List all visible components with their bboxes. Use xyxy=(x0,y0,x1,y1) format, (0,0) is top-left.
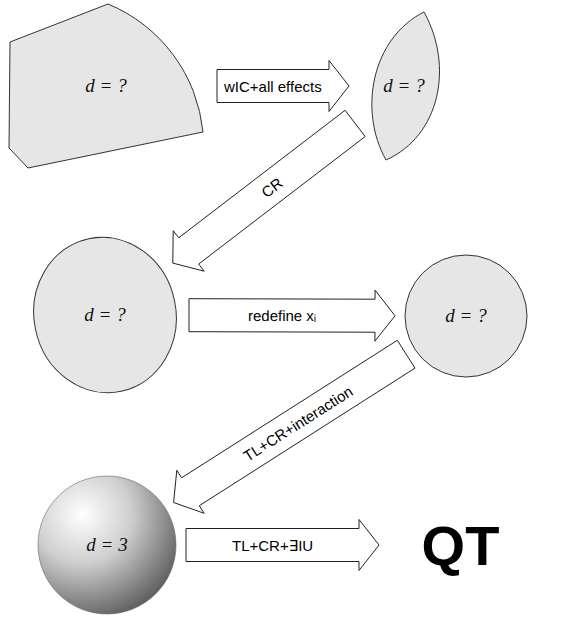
dimension-label: d = ? xyxy=(445,305,486,327)
block-arrow xyxy=(174,340,415,513)
outline-circle xyxy=(405,255,527,377)
block-arrow xyxy=(173,110,365,271)
state-shape: d = ? xyxy=(404,254,528,378)
node-text-group: d = ? xyxy=(85,75,126,97)
outline-path xyxy=(372,12,440,160)
node-text-group: d = ? xyxy=(445,305,486,327)
dimension-label: d = ? xyxy=(85,75,126,97)
result-label: QT xyxy=(422,513,500,578)
arrow-label: wIC+all effects xyxy=(224,78,322,95)
node-text-group: QT xyxy=(422,513,500,578)
result-text: QT xyxy=(388,505,533,586)
node-text-group: d = ? xyxy=(84,304,125,326)
node-text-group: d = 3 xyxy=(86,534,127,556)
block-arrow xyxy=(186,520,379,571)
arrow-label: redefine xᵢ xyxy=(248,307,316,324)
node-text-group: d = ? xyxy=(383,75,424,97)
state-shape: d = ? xyxy=(358,10,450,162)
bloch-sphere: d = 3 xyxy=(37,475,177,615)
block-arrow xyxy=(217,61,349,112)
dimension-label: d = ? xyxy=(383,75,424,97)
outline-ellipse xyxy=(19,224,190,406)
state-shape: d = ? xyxy=(4,0,208,172)
state-shape: d = ? xyxy=(30,236,180,394)
arrow-label: TL+CR+∃IU xyxy=(232,537,313,554)
block-arrow xyxy=(189,290,395,341)
dimension-label: d = ? xyxy=(84,304,125,326)
arrow-label: TL+CR+interaction xyxy=(241,382,356,464)
sphere-body xyxy=(38,476,176,614)
arrow-label: CR xyxy=(258,174,286,201)
dimension-label: d = 3 xyxy=(86,534,127,556)
outline-path xyxy=(9,4,203,168)
